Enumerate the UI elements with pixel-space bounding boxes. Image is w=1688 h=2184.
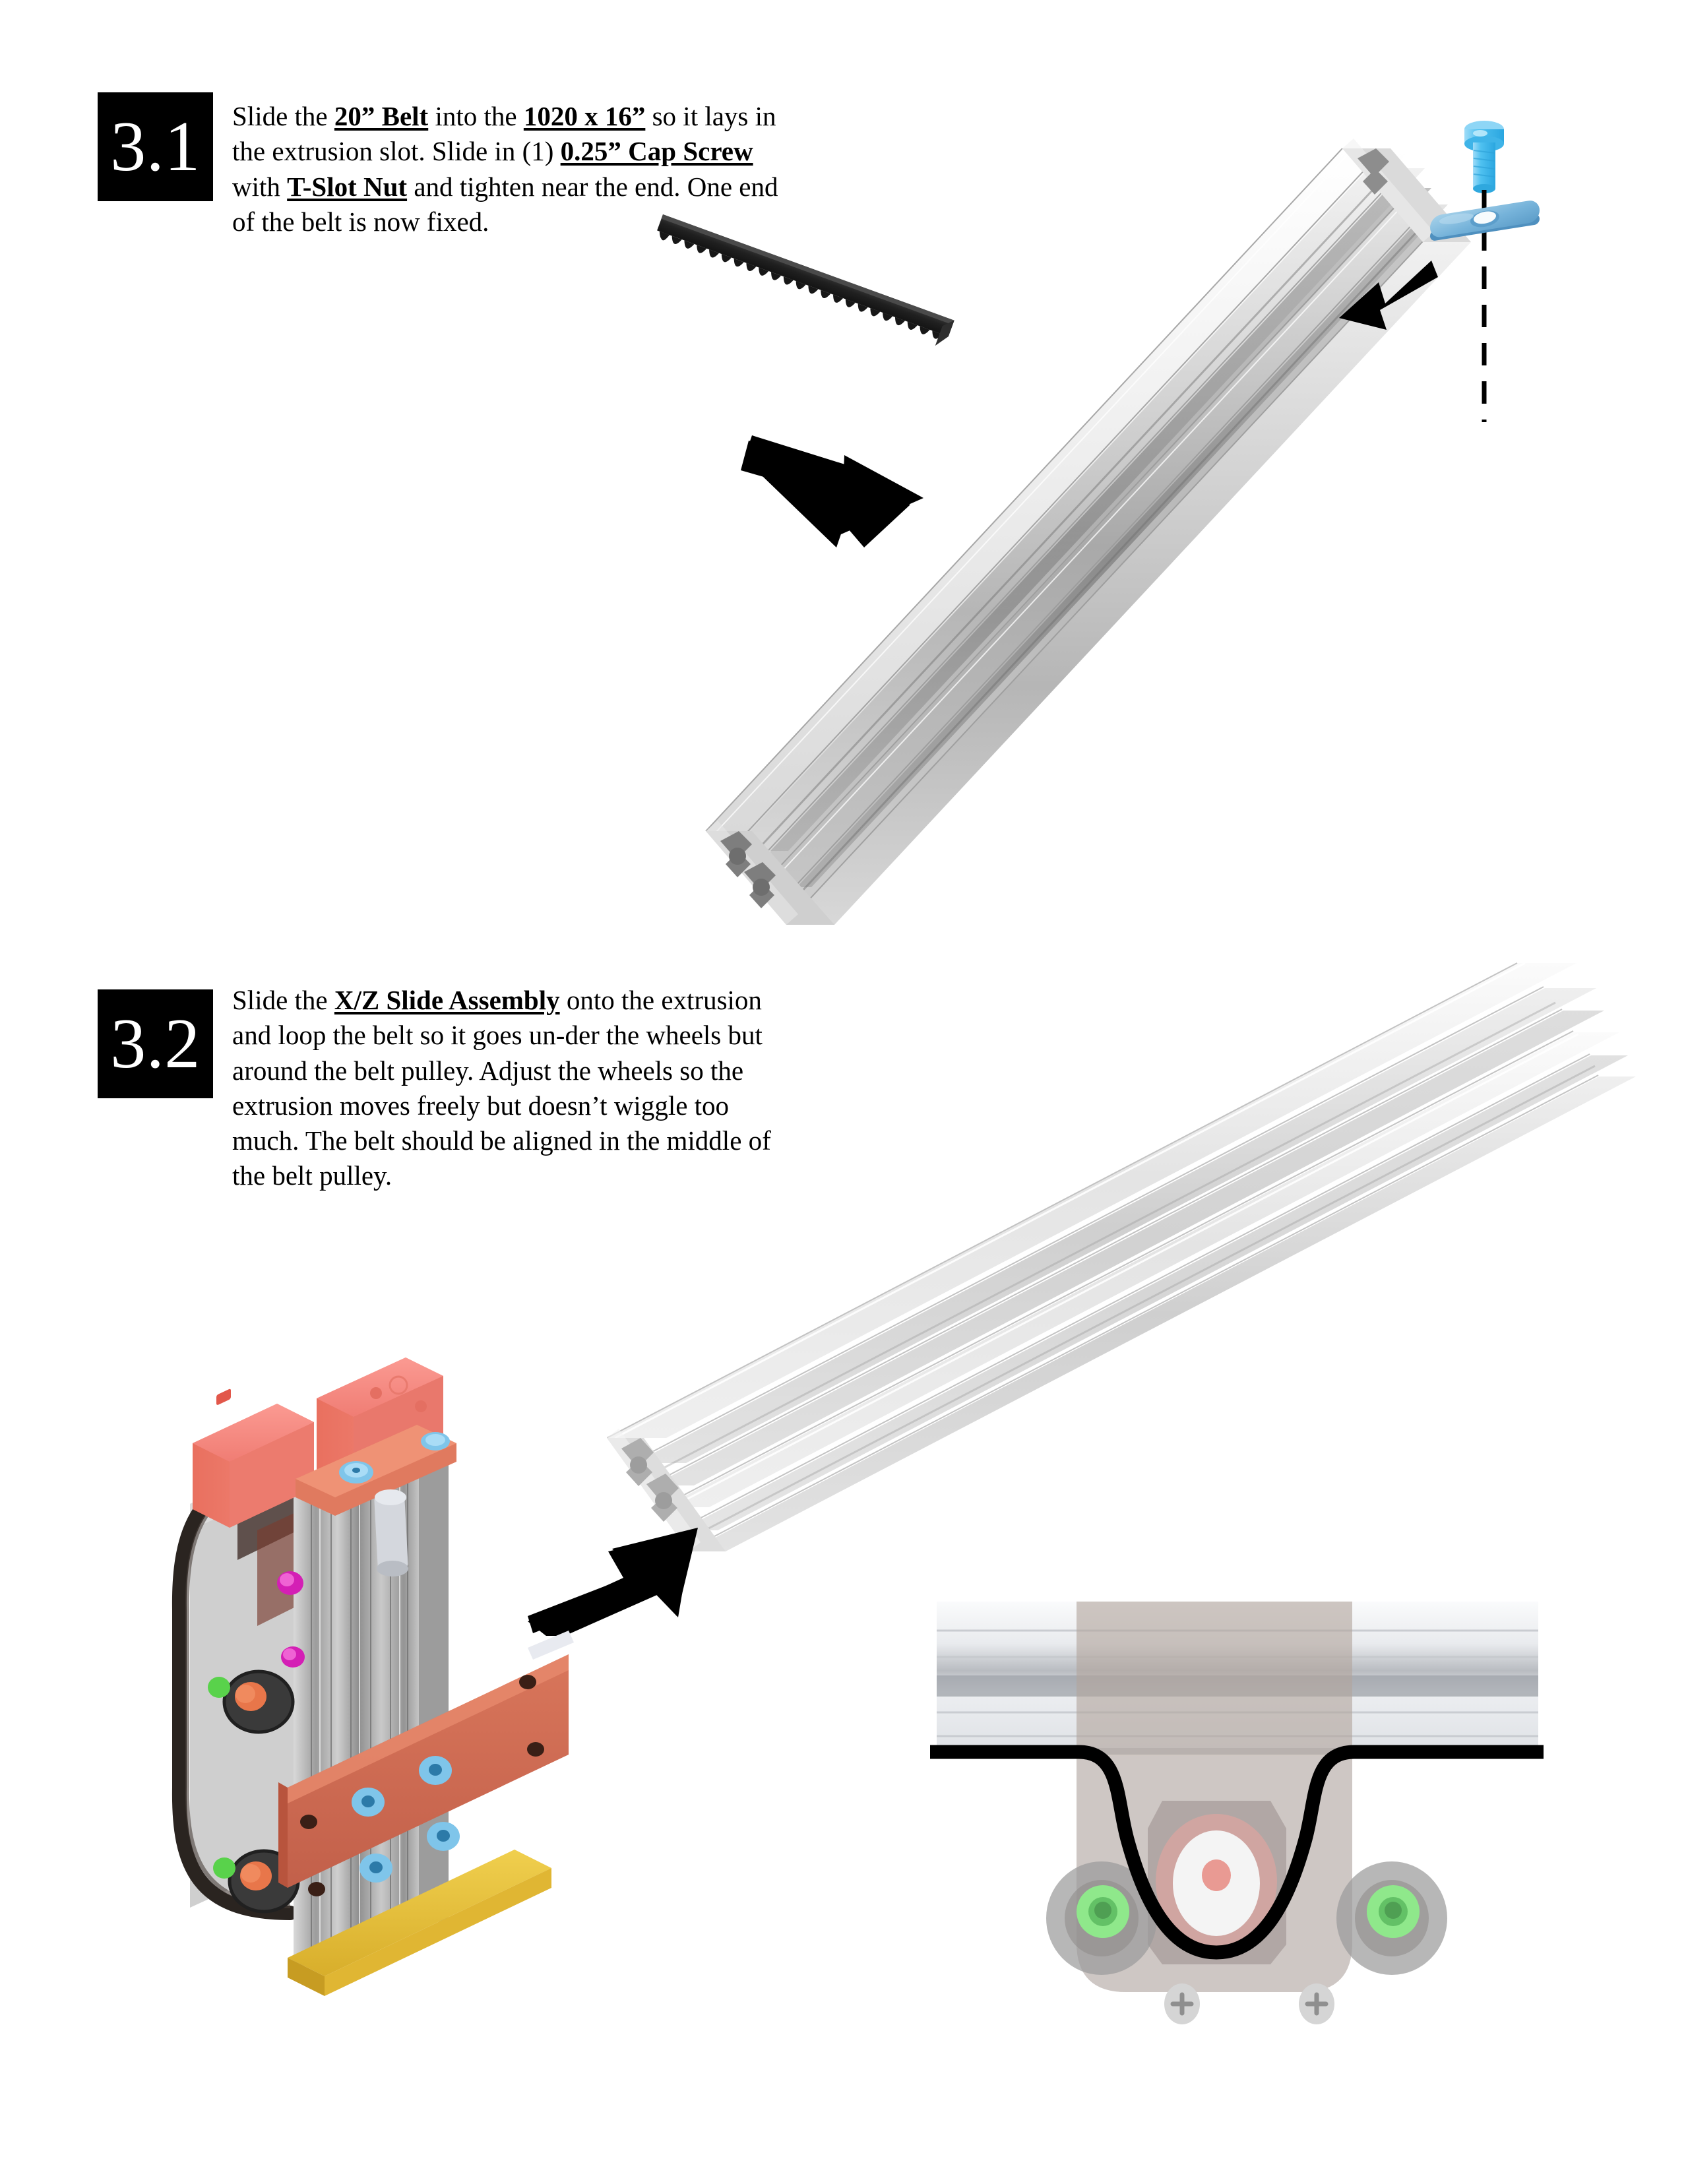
v-wheel-upper (208, 1669, 295, 1734)
face-plate-holes (300, 1675, 544, 1896)
part-ref-20-belt: 20” Belt (334, 101, 429, 131)
step-3-2-badge: 3.2 (98, 989, 213, 1098)
step-3-1-text: Slide the 20” Belt into the 1020 x 16” s… (232, 99, 780, 239)
t-slot-nut (1430, 201, 1540, 241)
idler-cover-block (193, 1388, 314, 1528)
step-3-1-run-2: into the (428, 101, 524, 131)
insert-arrow-belt-shaft (741, 441, 923, 534)
step-3-2-run-0: Slide the (232, 985, 334, 1015)
belt-pulley-shaft (374, 1489, 408, 1576)
phillips-screw-right (1299, 1983, 1334, 2024)
cap-screw (1464, 121, 1504, 193)
extrusion-end-face-step32 (607, 1429, 726, 1551)
spacer-white (528, 1631, 574, 1660)
face-plate-screws (352, 1756, 460, 1883)
belt-path-line (923, 1745, 1551, 1960)
extrusion-1020-step32 (607, 962, 1636, 1551)
step-3-1-badge: 3.1 (98, 92, 213, 201)
xz-slide-assembly (158, 1332, 607, 2032)
belt-routing-detail-inset (923, 1583, 1551, 2051)
step-3-2-extrusion (607, 950, 1636, 1583)
slide-face-plate (278, 1654, 569, 1896)
insert-arrow-hardware (1339, 261, 1438, 330)
eccentric-nut (213, 1857, 235, 1879)
step-3-1: 3.1 Slide the 20” Belt into the 1020 x 1… (0, 0, 1688, 925)
base-plate-yellow (288, 1850, 551, 1996)
extrusion-end-face-near (706, 821, 834, 925)
step-3-1-run-4: so it lays in the extrusion slot. Slide … (232, 101, 776, 167)
part-ref-t-slot-nut: T-Slot Nut (287, 171, 408, 202)
step-3-1-run-0: Slide the (232, 101, 334, 131)
step-3-2-slide-arrow (528, 1517, 739, 1636)
step-3-1-run-8: and tighten near the end. One end of the… (232, 171, 778, 237)
step-3-2-run-2: onto the extrusion and loop the belt so … (232, 985, 771, 1191)
slide-arrow (528, 1528, 698, 1636)
part-ref-cap-screw: 0.25” Cap Screw (560, 136, 753, 167)
step-3-2-text: Slide the X/Z Slide Assembly onto the ex… (232, 983, 786, 1194)
pulley-center-bore (1202, 1859, 1231, 1891)
belt-pulley (1173, 1830, 1260, 1936)
v-wheel-left-ghost (1046, 1861, 1157, 1975)
v-wheel-right-ghost (1336, 1861, 1447, 1975)
gt2-timing-belt (657, 214, 954, 346)
step-3-1-illustration (488, 112, 1557, 930)
phillips-screw-left (1164, 1983, 1200, 2024)
motor-mount-shelf (296, 1425, 456, 1516)
eccentric-nut (208, 1677, 230, 1698)
screw-magenta-group (277, 1571, 305, 1668)
extrusion-1020-step31 (705, 139, 1471, 925)
part-ref-1020x16: 1020 x 16” (523, 101, 646, 131)
step-3-1-run-6: with (232, 171, 288, 202)
part-ref-xz-slide-assembly: X/Z Slide Assembly (334, 985, 560, 1015)
